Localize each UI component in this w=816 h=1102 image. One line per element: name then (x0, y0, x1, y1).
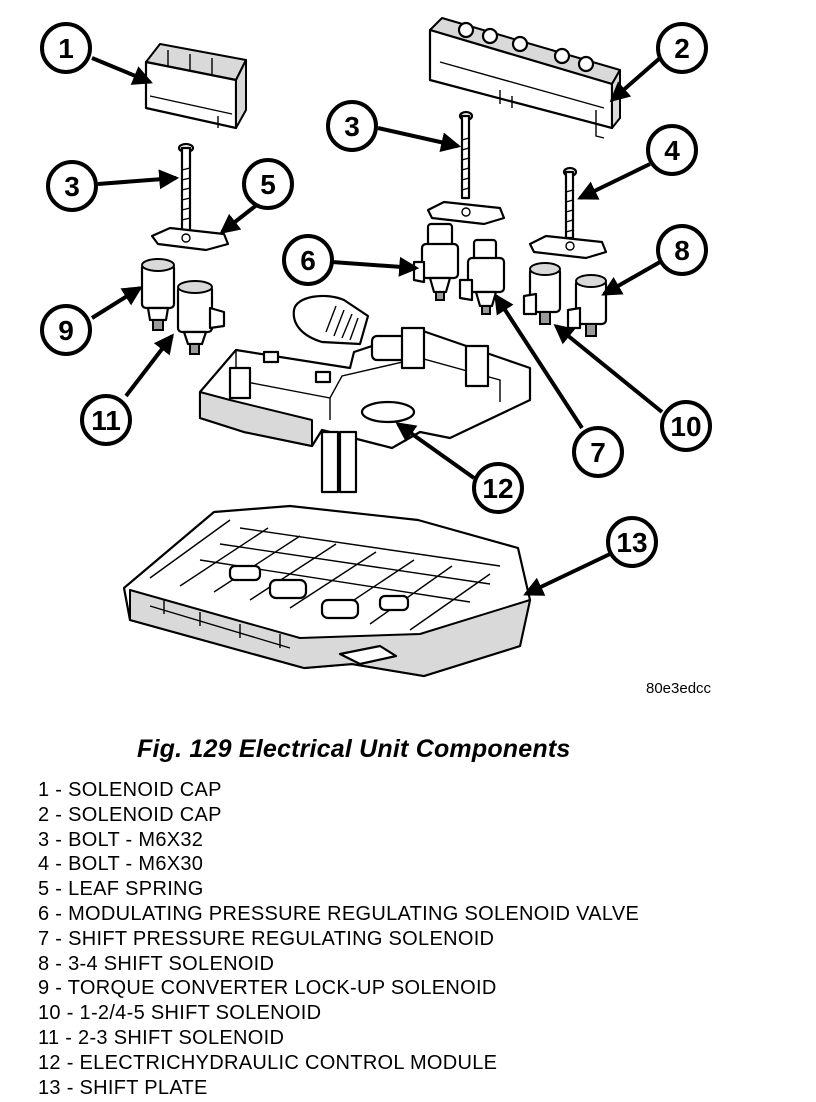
callout-13: 13 (606, 516, 658, 568)
callout-4: 4 (646, 124, 698, 176)
callout-8: 8 (656, 224, 708, 276)
shift-solenoid-1-2-4-5 (522, 262, 562, 325)
callout-3-middle: 3 (326, 100, 378, 152)
legend-item: 13 - SHIFT PLATE (38, 1076, 208, 1099)
legend-item: 5 - LEAF SPRING (38, 878, 204, 901)
callout-2: 2 (656, 22, 708, 74)
svg-text:3: 3 (344, 111, 360, 142)
leader-3-middle (377, 126, 462, 153)
svg-text:5: 5 (260, 169, 276, 200)
leader-9 (90, 286, 143, 320)
bolt-middle (458, 110, 474, 200)
svg-text:1: 1 (58, 33, 74, 64)
bolt-right (562, 166, 578, 240)
leader-5 (219, 202, 260, 234)
callout-5: 5 (242, 158, 294, 210)
leader-13 (523, 552, 611, 596)
legend-item: 12 - ELECTRICHYDRAULIC CONTROL MODULE (38, 1051, 498, 1074)
legend-item: 10 - 1-2/4-5 SHIFT SOLENOID (38, 1002, 322, 1025)
svg-text:2: 2 (674, 33, 690, 64)
shift-plate (122, 504, 532, 678)
svg-text:10: 10 (670, 411, 701, 442)
leader-6 (331, 256, 420, 277)
legend-list: 1 - SOLENOID CAP 2 - SOLENOID CAP 3 - BO… (38, 778, 639, 1100)
shift-pressure-regulating-solenoid (458, 238, 506, 315)
svg-text:4: 4 (664, 135, 680, 166)
leader-2 (609, 56, 662, 103)
electrohydraulic-control-module (198, 294, 532, 494)
callout-7: 7 (572, 426, 624, 478)
svg-text:11: 11 (91, 405, 121, 436)
svg-text:6: 6 (300, 245, 316, 276)
solenoid-cap-left (144, 43, 247, 130)
torque-converter-lockup-solenoid (140, 258, 176, 331)
electrical-unit-diagram: 1 2 3 3 4 5 6 7 8 9 10 11 (40, 17, 712, 678)
leaf-spring-left (150, 226, 230, 252)
bolt-left (177, 142, 195, 234)
svg-text:8: 8 (674, 235, 690, 266)
figure-caption: Fig. 129 Electrical Unit Components (137, 735, 571, 763)
image-code: 80e3edcc (646, 680, 712, 697)
leaf-spring-right (528, 234, 608, 260)
leader-7 (494, 293, 584, 430)
legend-item: 1 - SOLENOID CAP (38, 779, 222, 801)
legend-item: 7 - SHIFT PRESSURE REGULATING SOLENOID (38, 927, 495, 950)
leader-10 (553, 323, 664, 414)
callout-6: 6 (282, 234, 334, 286)
callout-3-left: 3 (46, 160, 98, 212)
svg-text:12: 12 (482, 473, 513, 504)
legend-item: 6 - MODULATING PRESSURE REGULATING SOLEN… (38, 902, 640, 925)
callout-11: 11 (80, 394, 132, 446)
legend-item: 2 - SOLENOID CAP (38, 803, 222, 826)
legend-item: 3 - BOLT - M6X32 (38, 828, 204, 851)
callout-1: 1 (40, 22, 92, 74)
svg-text:13: 13 (616, 527, 647, 558)
legend-item: 11 - 2-3 SHIFT SOLENOID (38, 1026, 285, 1049)
legend-item: 4 - BOLT - M6X30 (38, 853, 204, 876)
leader-8 (601, 260, 661, 296)
svg-text:7: 7 (590, 437, 606, 468)
svg-text:9: 9 (58, 315, 74, 346)
legend-item: 8 - 3-4 SHIFT SOLENOID (38, 952, 275, 975)
legend-item: 9 - TORQUE CONVERTER LOCK-UP SOLENOID (38, 977, 497, 1000)
solenoid-cap-right (428, 17, 621, 139)
leaf-spring-middle (426, 200, 506, 226)
leader-4 (577, 162, 651, 200)
leader-3-left (97, 169, 180, 190)
leader-12 (395, 422, 476, 480)
modulating-pressure-solenoid-valve (412, 222, 460, 301)
shift-solenoid-3-4 (566, 274, 608, 337)
leader-1 (91, 56, 153, 85)
callout-10: 10 (660, 400, 712, 452)
leader-11 (124, 333, 174, 398)
svg-text:3: 3 (64, 171, 80, 202)
shift-solenoid-2-3 (176, 280, 226, 355)
callout-9: 9 (40, 304, 92, 356)
callout-12: 12 (472, 462, 524, 514)
